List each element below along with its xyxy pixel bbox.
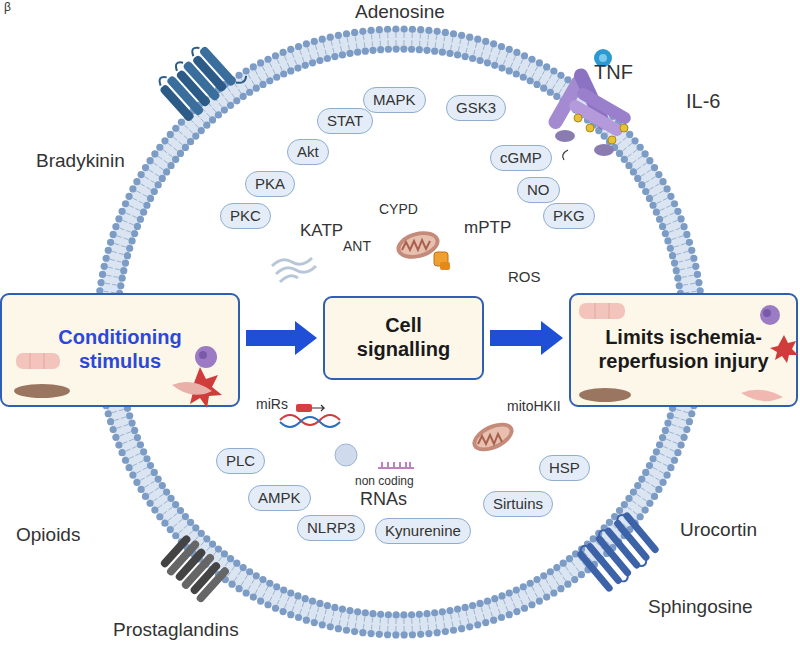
box-title: Cell signalling (344, 314, 464, 361)
signal-pill: cGMP (490, 145, 552, 171)
label-text: β (4, 1, 11, 14)
signal-pill: PKG (543, 203, 595, 229)
label-text: Bradykinin (36, 151, 125, 172)
process-box: Conditioning stimulus (0, 293, 240, 407)
signal-pill: HSP (539, 455, 590, 481)
rna-icon (378, 462, 414, 468)
label-text: Adenosine (355, 2, 445, 23)
process-box: Cell signalling (323, 296, 484, 380)
dna-icon (280, 404, 340, 427)
signal-pill: Akt (287, 139, 329, 165)
label-text: RNAs (360, 490, 407, 510)
signal-pill: PKC (220, 203, 271, 229)
label-text: Sphingosine (648, 597, 753, 618)
label-text: non coding (355, 475, 414, 488)
label-text: mitoHKII (507, 399, 561, 414)
molecule-name: NO (527, 181, 550, 198)
mitochondrion (468, 417, 518, 457)
molecule-name: cGMP (500, 149, 542, 166)
molecule-name: MAPK (373, 91, 416, 108)
signal-pill: NO (517, 177, 560, 203)
opioid-receptor (158, 532, 231, 604)
label-text: IL-6 (686, 90, 720, 112)
flow-arrow (246, 321, 317, 355)
molecule-name: AMPK (258, 489, 301, 506)
molecule-name: Sirtuins (493, 495, 543, 512)
mitochondrion (393, 227, 450, 270)
label-text: Opioids (16, 525, 80, 546)
label-text: CYPD (379, 202, 418, 217)
signal-pill: PLC (216, 448, 265, 474)
molecule-name: NLRP3 (307, 519, 355, 536)
signal-pill: MAPK (363, 87, 426, 113)
molecule-name: PKA (255, 175, 285, 192)
signal-pill: GSK3 (446, 95, 506, 121)
label-text: TNF (594, 61, 633, 83)
gpcr-receptor (154, 35, 248, 128)
vesicle-icon (335, 444, 357, 466)
signal-pill: PKA (245, 171, 295, 197)
molecule-name: PLC (226, 452, 255, 469)
label-text: Prostaglandins (113, 620, 239, 641)
flow-arrow (490, 321, 563, 355)
box-title: Conditioning stimulus (45, 326, 195, 373)
signal-pill: STAT (317, 108, 373, 134)
molecule-name: STAT (327, 112, 363, 129)
molecule-name: PKG (553, 207, 585, 224)
molecule-name: PKC (230, 207, 261, 224)
label-text: KATP (300, 222, 343, 241)
label-text: ANT (343, 239, 371, 254)
label-text: ROS (508, 269, 541, 286)
process-box: Limits ischemia-reperfusion injury (569, 293, 798, 407)
molecule-name: Akt (297, 143, 319, 160)
label-text: mPTP (464, 219, 511, 238)
crf-receptor (578, 512, 659, 592)
box-title: Limits ischemia-reperfusion injury (579, 326, 789, 373)
signal-pill: AMPK (248, 485, 311, 511)
signal-pill: Kynurenine (375, 518, 471, 544)
endoplasmic-reticulum (272, 258, 316, 282)
molecule-name: HSP (549, 459, 580, 476)
molecule-name: GSK3 (456, 99, 496, 116)
signal-pill: NLRP3 (297, 515, 365, 541)
label-text: Urocortin (680, 520, 757, 541)
molecule-name: Kynurenine (385, 522, 461, 539)
label-text: miRs (256, 397, 288, 412)
cytokine-receptor (546, 49, 633, 160)
signal-pill: Sirtuins (483, 491, 553, 517)
